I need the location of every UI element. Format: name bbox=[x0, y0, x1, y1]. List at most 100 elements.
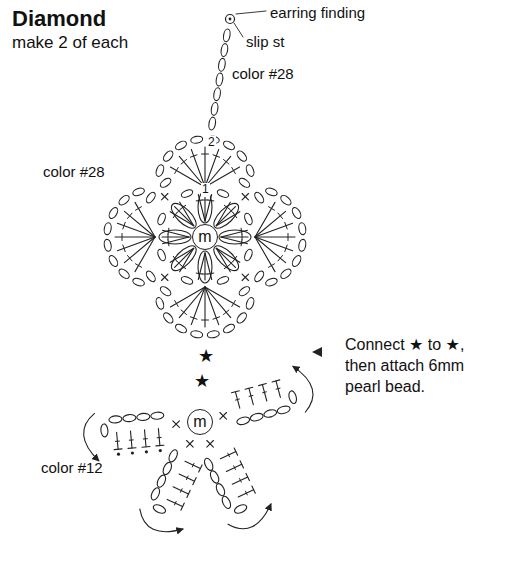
double-crochet-bar bbox=[241, 240, 243, 246]
double-crochet-stitch bbox=[255, 202, 275, 237]
double-crochet-stitch bbox=[204, 194, 205, 221]
cluster-outline bbox=[168, 242, 201, 275]
treble-stitch bbox=[238, 490, 253, 497]
direction-arrow bbox=[228, 504, 272, 529]
double-crochet-bar bbox=[196, 200, 202, 202]
single-crochet-mark bbox=[220, 413, 227, 420]
chain-stitch bbox=[213, 87, 221, 101]
single-crochet-mark bbox=[207, 441, 214, 448]
double-crochet-stitch bbox=[135, 202, 155, 237]
double-crochet-bar bbox=[173, 213, 177, 218]
treble-stitch-top bbox=[142, 446, 150, 448]
double-crochet-stitch bbox=[179, 287, 205, 318]
treble-stitch-bar bbox=[180, 489, 182, 493]
double-crochet-bar bbox=[128, 256, 133, 261]
double-crochet-stitch bbox=[255, 237, 275, 272]
double-crochet-stitch bbox=[117, 237, 155, 251]
double-crochet-bar bbox=[190, 155, 197, 157]
chain-stitch bbox=[107, 254, 119, 268]
chain-stitch bbox=[117, 194, 131, 207]
double-crochet-bar bbox=[177, 209, 181, 213]
chain-stitch bbox=[298, 222, 307, 235]
end-dot bbox=[145, 450, 148, 453]
magic-ring: m bbox=[187, 409, 213, 435]
treble-stitch bbox=[232, 477, 247, 484]
single-crochet-mark bbox=[207, 441, 214, 448]
double-crochet-stitch bbox=[198, 195, 205, 222]
cluster-outline bbox=[210, 242, 243, 275]
double-crochet-bar bbox=[181, 265, 186, 269]
end-dot bbox=[159, 449, 162, 452]
chain-stitch bbox=[209, 470, 221, 485]
chain-stitch bbox=[155, 164, 165, 178]
double-crochet-bar bbox=[233, 256, 237, 261]
treble-stitch-top bbox=[181, 503, 184, 510]
double-crochet-bar bbox=[202, 200, 208, 201]
double-crochet-stitch bbox=[205, 287, 240, 307]
chain-stitch bbox=[155, 297, 165, 311]
chain-stitch bbox=[156, 212, 167, 226]
chain-stitch bbox=[216, 188, 230, 199]
single-crochet-mark bbox=[242, 194, 248, 200]
double-crochet-bar bbox=[269, 264, 275, 268]
single-crochet-mark bbox=[242, 274, 248, 280]
chain-stitch bbox=[162, 149, 175, 163]
turning-chain bbox=[100, 424, 108, 438]
double-crochet-stitch bbox=[162, 236, 189, 237]
chain-stitch bbox=[265, 277, 279, 287]
double-crochet-stitch bbox=[216, 212, 240, 226]
double-crochet-stitch bbox=[205, 253, 212, 280]
leader-line bbox=[236, 11, 266, 14]
double-crochet-stitch bbox=[163, 237, 190, 244]
double-crochet-bar bbox=[202, 154, 209, 155]
double-crochet-bar bbox=[285, 245, 287, 252]
double-crochet-bar bbox=[224, 205, 229, 209]
double-crochet-bar bbox=[233, 213, 237, 218]
treble-stitch-bar bbox=[236, 399, 240, 400]
double-crochet-stitch bbox=[170, 248, 194, 262]
chain-stitch bbox=[103, 239, 112, 252]
chain-stitch bbox=[161, 461, 173, 476]
treble-stitch-top bbox=[272, 380, 280, 382]
ring-label: m bbox=[198, 229, 211, 245]
double-crochet-stitch bbox=[221, 230, 248, 237]
turning-chain bbox=[288, 390, 298, 404]
double-crochet-stitch bbox=[255, 236, 295, 237]
single-crochet-mark bbox=[162, 194, 168, 200]
double-crochet-bar bbox=[202, 274, 208, 275]
treble-stitch-bar bbox=[228, 453, 230, 457]
treble-stitch bbox=[262, 385, 266, 401]
double-crochet-stitch bbox=[204, 253, 205, 280]
double-crochet-bar bbox=[232, 168, 236, 174]
double-crochet-stitch bbox=[170, 287, 205, 307]
cluster-outline bbox=[159, 230, 191, 244]
color-label: color #28 bbox=[43, 163, 105, 180]
chain-stitch bbox=[137, 413, 151, 421]
double-crochet-stitch bbox=[135, 237, 155, 272]
treble-stitch bbox=[179, 474, 194, 481]
treble-stitch-bar bbox=[192, 463, 194, 467]
chain-stitch bbox=[215, 73, 223, 87]
double-crochet-bar bbox=[196, 273, 202, 275]
double-crochet-stitch bbox=[124, 237, 155, 263]
chain-stitch bbox=[220, 495, 232, 510]
chain-stitch bbox=[220, 43, 228, 57]
treble-stitch bbox=[249, 388, 253, 404]
double-crochet-stitch bbox=[198, 253, 205, 280]
start-marker bbox=[312, 347, 322, 357]
chain-stitch bbox=[263, 408, 277, 418]
double-crochet-stitch bbox=[204, 147, 205, 187]
single-crochet-mark bbox=[162, 274, 168, 280]
double-crochet-bar bbox=[177, 261, 181, 265]
chain-stitch bbox=[291, 254, 303, 268]
chain-stitch bbox=[222, 323, 236, 335]
round-number: 2 bbox=[207, 136, 216, 150]
double-crochet-bar bbox=[269, 207, 275, 211]
double-crochet-bar bbox=[136, 207, 142, 211]
chain-stitch bbox=[174, 323, 188, 335]
double-crochet-stitch bbox=[221, 236, 248, 237]
double-crochet-stitch bbox=[204, 287, 205, 327]
treble-stitch-top bbox=[245, 387, 253, 389]
double-crochet-stitch bbox=[255, 211, 286, 237]
treble-stitch-top bbox=[240, 461, 243, 468]
